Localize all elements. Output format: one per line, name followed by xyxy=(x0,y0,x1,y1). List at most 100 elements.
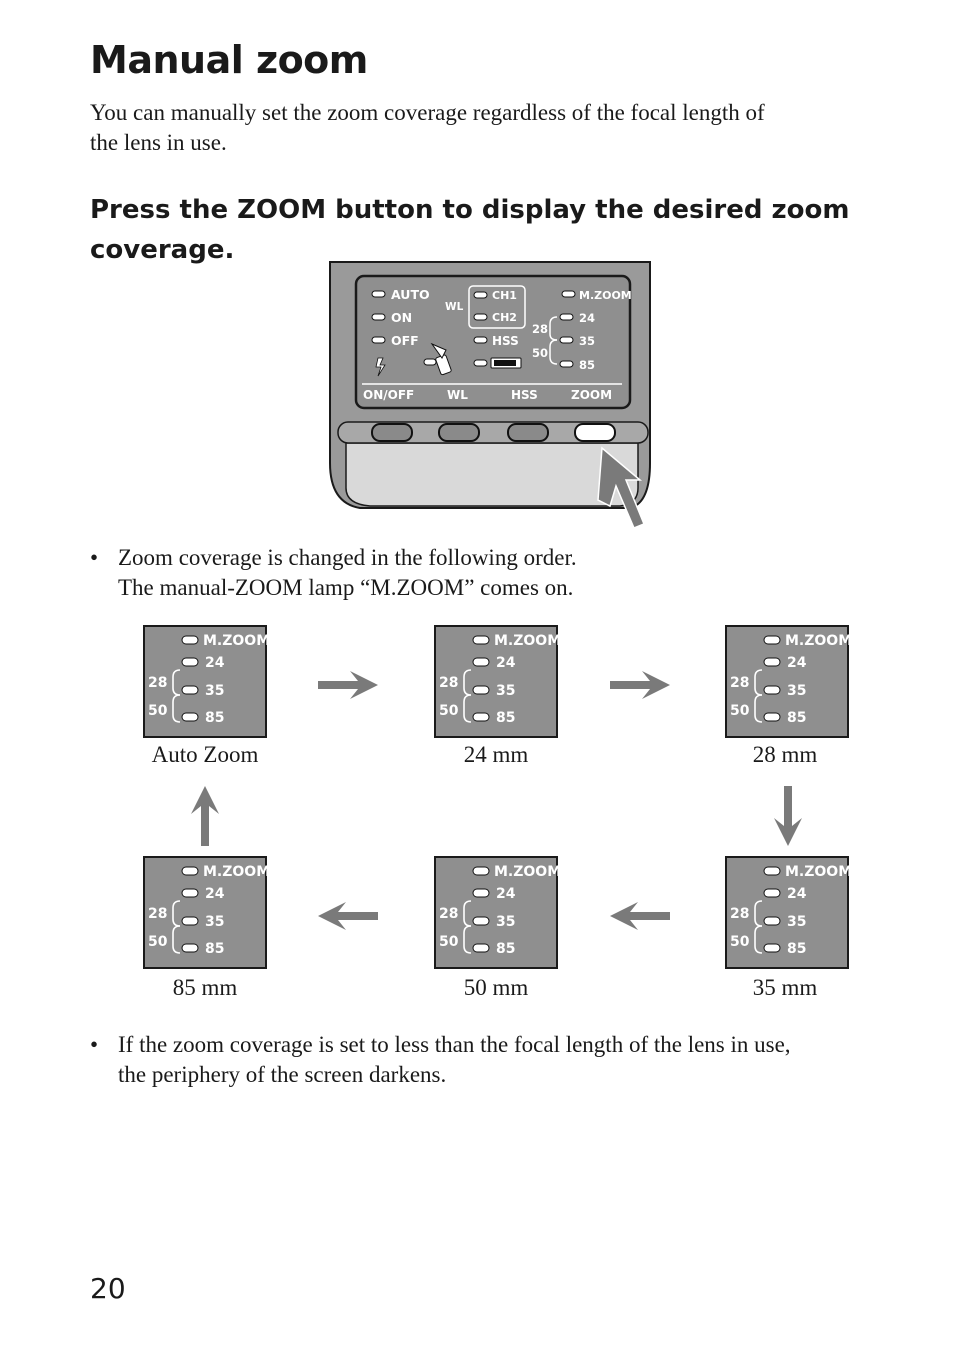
lamp-indicator xyxy=(763,888,781,898)
lamp-indicator xyxy=(181,685,199,695)
caption-28mm: 28 mm xyxy=(752,742,818,767)
caption-24mm: 24 mm xyxy=(463,742,529,767)
zoom-24-label: 24 xyxy=(205,886,225,902)
mzoom-label: M.ZOOM xyxy=(785,864,849,880)
step-heading-line-1: Press the ZOOM button to display the des… xyxy=(90,195,850,225)
bullet-zoom-order-line-1: Zoom coverage is changed in the followin… xyxy=(118,545,577,570)
lamp-indicator xyxy=(181,866,199,876)
bracket-28-label: 28 xyxy=(730,675,749,691)
lcd-panel xyxy=(354,274,632,410)
page-number: 20 xyxy=(90,1272,126,1305)
zoom-35-label: 35 xyxy=(787,914,806,930)
zoom-35-label: 35 xyxy=(205,683,224,699)
display-35mm: M.ZOOM 28 50 24 35 85 xyxy=(725,856,849,969)
bracket-28-label: 28 xyxy=(148,906,167,922)
lamp-indicator xyxy=(763,866,781,876)
zoom-35-label: 35 xyxy=(496,683,515,699)
bullet-dot: • xyxy=(90,1032,99,1057)
zoom-85-label: 85 xyxy=(205,710,224,726)
flash-bolt-icon xyxy=(375,357,386,377)
wireless-flash-icon xyxy=(423,342,452,376)
bullet-periphery-line-1: If the zoom coverage is set to less than… xyxy=(118,1032,791,1057)
battery-icon xyxy=(473,357,522,369)
lamp-indicator xyxy=(181,657,199,667)
arrow-right-icon xyxy=(610,671,670,699)
channel-box xyxy=(468,285,526,329)
lamp-indicator xyxy=(472,888,490,898)
zoom-35-label: 35 xyxy=(496,914,515,930)
caption-auto-zoom: Auto Zoom xyxy=(151,742,259,767)
intro-line-2: the lens in use. xyxy=(90,130,227,155)
lamp-indicator xyxy=(472,943,490,953)
bracket-28-label: 28 xyxy=(439,675,458,691)
lamp-indicator xyxy=(763,943,781,953)
zoom-24-label: 24 xyxy=(496,655,516,671)
lamp-on-label: ON xyxy=(391,310,412,325)
display-24mm: M.ZOOM 28 50 24 35 85 xyxy=(434,625,558,738)
lamp-indicator xyxy=(763,657,781,667)
zoom-24-label: 24 xyxy=(205,655,225,671)
zoom-35-label: 35 xyxy=(787,683,806,699)
lamp-indicator xyxy=(763,685,781,695)
lamp-indicator xyxy=(472,712,490,722)
lamp-auto-label: AUTO xyxy=(391,287,430,302)
bracket-28-label: 28 xyxy=(730,906,749,922)
wl-button[interactable] xyxy=(438,423,480,442)
bracket-50-label: 50 xyxy=(439,934,459,950)
arrow-left-icon xyxy=(610,902,670,930)
page-title: Manual zoom xyxy=(90,38,368,82)
on-off-button-label: ON/OFF xyxy=(363,388,414,402)
ch1-label: CH1 xyxy=(492,289,517,302)
lamp-indicator xyxy=(763,916,781,926)
arrow-up-icon xyxy=(191,786,219,846)
zoom-24-label: 24 xyxy=(579,311,595,325)
lamp-indicator xyxy=(763,635,781,645)
caption-50mm: 50 mm xyxy=(463,975,529,1000)
mzoom-label: M.ZOOM xyxy=(494,633,558,649)
zoom-85-label: 85 xyxy=(496,710,515,726)
mzoom-label: M.ZOOM xyxy=(785,633,849,649)
ch2-label: CH2 xyxy=(492,311,517,324)
zoom-85-label: 85 xyxy=(205,941,224,957)
flash-control-panel-illustration: AUTO ON OFF WL CH1 CH2 HSS M.ZOOM 28 50 … xyxy=(320,258,660,538)
bracket-50-label: 50 xyxy=(439,703,459,719)
bullet-dot: • xyxy=(90,545,99,570)
lamp-indicator xyxy=(181,888,199,898)
bracket-50-label: 50 xyxy=(730,703,750,719)
zoom-85-label: 85 xyxy=(787,710,806,726)
mzoom-label: M.ZOOM xyxy=(494,864,558,880)
lamp-indicator xyxy=(472,657,490,667)
zoom-24-label: 24 xyxy=(787,886,807,902)
arrow-right-icon xyxy=(318,671,378,699)
wl-label: WL xyxy=(445,301,464,313)
mzoom-label: M.ZOOM xyxy=(203,633,267,649)
bracket-50-label: 50 xyxy=(730,934,750,950)
hss-button-label: HSS xyxy=(511,388,538,402)
mzoom-label: M.ZOOM xyxy=(203,864,267,880)
press-arrow-icon xyxy=(597,446,645,529)
arrow-down-icon xyxy=(774,786,802,846)
zoom-button[interactable] xyxy=(574,423,616,442)
hss-lamp-label: HSS xyxy=(492,334,519,348)
wl-button-label: WL xyxy=(447,388,468,402)
on-off-button[interactable] xyxy=(371,423,413,442)
intro-line-1: You can manually set the zoom coverage r… xyxy=(90,100,765,125)
hss-button[interactable] xyxy=(507,423,549,442)
lamp-indicator xyxy=(472,685,490,695)
lamp-indicator xyxy=(181,635,199,645)
lamp-indicator xyxy=(763,712,781,722)
intro-paragraph: You can manually set the zoom coverage r… xyxy=(90,98,890,158)
zoom-85-label: 85 xyxy=(496,941,515,957)
flash-body-lower xyxy=(345,442,639,507)
lamp-indicator xyxy=(472,916,490,926)
lamp-indicator xyxy=(181,916,199,926)
bracket-28-label: 28 xyxy=(439,906,458,922)
zoom-85-label: 85 xyxy=(787,941,806,957)
lamp-indicator xyxy=(181,943,199,953)
bracket-50-label: 50 xyxy=(148,934,168,950)
